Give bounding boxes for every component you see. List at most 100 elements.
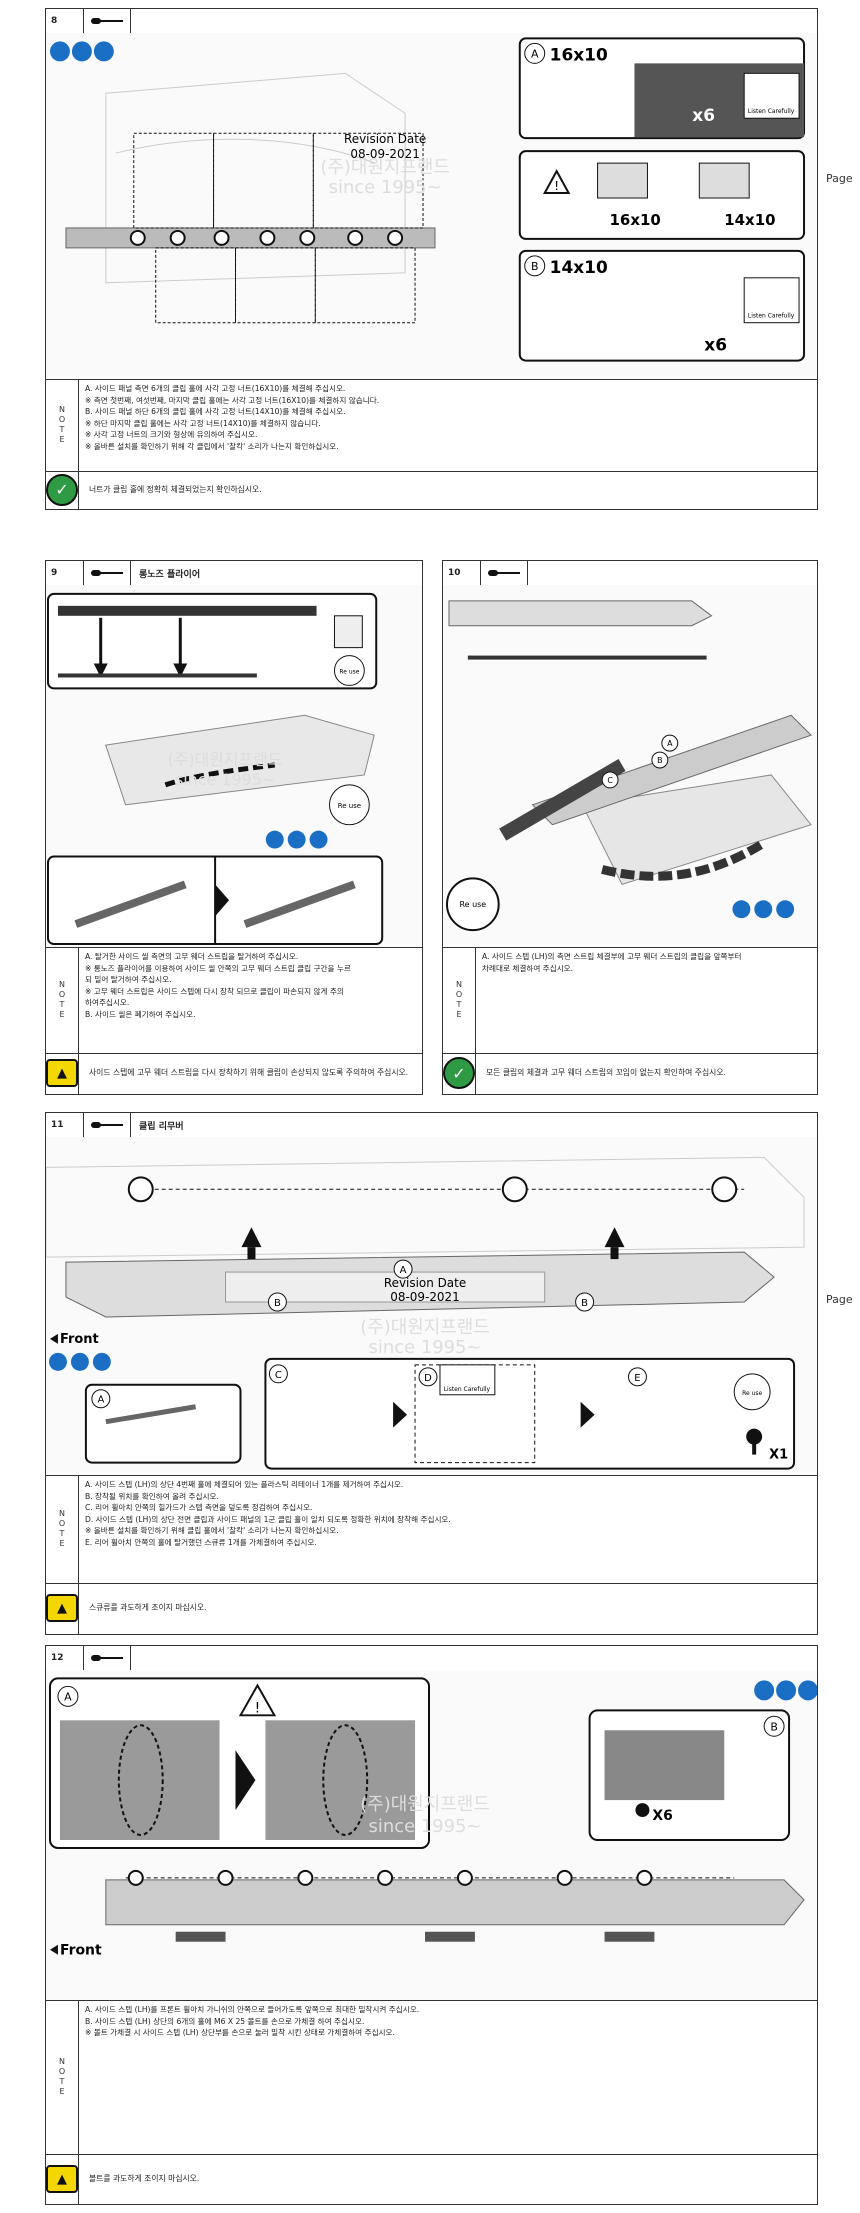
check-icon: ✓	[443, 1057, 475, 1089]
svg-text:B: B	[770, 1720, 778, 1733]
note-item: 되 밀어 탈거하여 주십시오.	[85, 975, 172, 985]
step-8-panel: 8 A 16x10 x6 L	[45, 8, 818, 510]
tool-icon	[84, 1113, 131, 1137]
step-header: 10	[443, 561, 817, 586]
note-item: ※ 사각 고정 너트의 크기와 형상에 유의하여 주십시오.	[85, 430, 258, 440]
caution-car-icon: ▲	[46, 1594, 78, 1622]
step-header: 9 롱노즈 플라이어	[46, 561, 422, 586]
step-9-panel: 9 롱노즈 플라이어 Re use Re use (주)대원지프랜드 since…	[45, 560, 423, 1095]
caution-text: 스큐류를 과도하게 조이지 마십시오.	[89, 1603, 207, 1612]
safety-icons	[265, 830, 328, 849]
note-list: A. 사이드 패널 측면 6개의 클립 홀에 사각 고정 너트(16X10)를 …	[79, 379, 385, 471]
caution-car-icon: ▲	[46, 1059, 78, 1087]
note-item: 하여주십시오.	[85, 998, 130, 1008]
note-label: NOTE	[57, 2057, 67, 2097]
svg-text:A: A	[64, 1690, 72, 1703]
step-number: 8	[46, 9, 84, 33]
reuse-label: Re use	[339, 668, 359, 675]
svg-text:A: A	[400, 1265, 407, 1276]
svg-text:D: D	[424, 1373, 432, 1384]
caution-text: 사이드 스텝에 고무 웨더 스트립을 다시 장착하기 위해 클립이 손상되지 않…	[89, 1068, 409, 1077]
svg-text:A: A	[531, 47, 539, 60]
note-item: ※ 올바른 설치를 확인하기 위해 각 클립에서 '찰칵' 소리가 나는지 확인…	[85, 441, 339, 451]
note-item: 차례대로 체결하여 주십시오.	[482, 963, 574, 973]
step-title	[131, 1646, 139, 1670]
compare-right-size: 14x10	[724, 211, 775, 229]
svg-text:B: B	[657, 756, 662, 765]
note-section: NOTE A. 탈거한 사이드 씰 측면의 고무 웨더 스트립을 탈거하여 주십…	[46, 947, 422, 1054]
note-item: C. 리어 휠아치 안쪽의 힐가드가 스텝 측면을 덮도록 정검하여 주십시오.	[85, 1503, 313, 1513]
confirm-row: ✓ 모든 클립의 체결과 고무 웨더 스트립의 꼬임이 없는지 확인하여 주십시…	[443, 1052, 817, 1094]
note-label: NOTE	[57, 980, 67, 1020]
note-section: NOTE A. 사이드 스텝 (LH)의 측면 스트립 체결부에 고무 웨더 스…	[443, 947, 817, 1054]
step-8-illustration: A 16x10 x6 Listen Carefully ! 16x10 14x1…	[46, 33, 817, 380]
caution-row: ▲ 볼트를 과도하게 조이지 마십시오.	[46, 2154, 817, 2204]
note-item: D. 사이드 스텝 (LH)의 상단 전면 클립과 사이드 패널의 1군 클립 …	[85, 1514, 451, 1524]
step-number: 9	[46, 561, 84, 585]
note-list: A. 사이드 스텝 (LH)를 프론트 휠아치 가니쉬의 안쪽으로 들어가도록 …	[79, 2000, 425, 2154]
svg-text:A: A	[667, 739, 673, 748]
note-item: A. 사이드 스텝 (LH)의 상단 4번째 홀에 체결되어 있는 플라스틱 리…	[85, 1480, 404, 1489]
front-label: Front	[60, 1332, 99, 1347]
note-item: E. 리어 휠아치 안쪽의 홀에 탈거했던 스큐류 1개를 가체결하여 주십시오…	[85, 1537, 317, 1547]
callout-a: A 16x10 x6 Listen Carefully	[518, 37, 806, 140]
confirm-text: 모든 클립의 체결과 고무 웨더 스트립의 꼬임이 없는지 확인하여 주십시오.	[486, 1068, 726, 1077]
note-label: NOTE	[57, 405, 67, 445]
callout-b-qty: x6	[704, 335, 727, 355]
caution-car-icon: ▲	[46, 2165, 78, 2193]
svg-text:C: C	[607, 776, 613, 785]
svg-text:!: !	[255, 1700, 261, 1716]
step-number: 11	[46, 1113, 84, 1137]
watermark-since: since 1995~	[329, 177, 442, 198]
reuse-label: Re use	[338, 802, 361, 810]
step-title	[131, 9, 139, 33]
watermark-since: since 1995~	[369, 1816, 482, 1837]
step-9-illustration: Re use Re use (주)대원지프랜드 since 1995~	[46, 585, 422, 948]
svg-text:A: A	[97, 1395, 104, 1406]
reuse-label: Re use	[460, 900, 487, 909]
note-item: A. 탈거한 사이드 씰 측면의 고무 웨더 스트립을 탈거하여 주십시오.	[85, 952, 299, 961]
check-icon: ✓	[46, 473, 78, 506]
safety-icons	[732, 900, 795, 919]
note-item: B. 장착될 위치를 확인하여 올려 주십시오.	[85, 1491, 219, 1501]
step-10-panel: 10 A B C Re use NOTE A. 사이드 스텝 (LH)의 측면 …	[442, 560, 818, 1095]
svg-text:B: B	[531, 260, 539, 273]
qty-label: X6	[652, 1808, 672, 1824]
page-label: Page	[826, 172, 853, 185]
revision-label: Revision Date	[344, 132, 426, 146]
qty-label: X1	[769, 1448, 788, 1463]
note-item: ※ 고무 웨더 스트립은 사이드 스텝에 다시 장착 되므로 클립이 파손되지 …	[85, 986, 344, 996]
note-list: A. 사이드 스텝 (LH)의 측면 스트립 체결부에 고무 웨더 스트립의 클…	[476, 947, 747, 1053]
listen-label: Listen Carefully	[748, 108, 795, 115]
note-item: A. 사이드 스텝 (LH)의 측면 스트립 체결부에 고무 웨더 스트립의 클…	[482, 952, 742, 961]
note-item: B. 사이드 스텝 (LH) 상단의 6개의 홀에 M6 X 25 볼트를 손으…	[85, 2016, 365, 2026]
watermark-since: since 1995~	[369, 1337, 482, 1358]
note-list: A. 탈거한 사이드 씰 측면의 고무 웨더 스트립을 탈거하여 주십시오. ※…	[79, 947, 357, 1053]
note-section: NOTE A. 사이드 패널 측면 6개의 클립 홀에 사각 고정 너트(16X…	[46, 379, 817, 472]
step-title: 롱노즈 플라이어	[139, 569, 201, 580]
note-section: NOTE A. 사이드 스텝 (LH)의 상단 4번째 홀에 체결되어 있는 플…	[46, 1475, 817, 1584]
safety-icons	[49, 41, 114, 62]
step-number: 10	[443, 561, 481, 585]
watermark-company: (주)대원지프랜드	[360, 1794, 490, 1815]
watermark-company: (주)대원지프랜드	[168, 750, 283, 769]
note-section: NOTE A. 사이드 스텝 (LH)를 프론트 휠아치 가니쉬의 안쪽으로 들…	[46, 2000, 817, 2155]
note-item: A. 사이드 패널 측면 6개의 클립 홀에 사각 고정 너트(16X10)를 …	[85, 384, 346, 393]
svg-text:C: C	[275, 1370, 282, 1381]
svg-text:B: B	[274, 1298, 281, 1309]
safety-icons	[48, 1352, 111, 1371]
revision-label: Revision Date	[384, 1276, 466, 1290]
page-label: Page	[826, 1293, 853, 1306]
confirm-text: 너트가 클립 홀에 정확히 체결되었는지 확인하십시오.	[89, 484, 262, 494]
step-header: 12	[46, 1646, 817, 1671]
note-item: ※ 롱노즈 플라이어를 이용하여 사이드 씰 안쪽의 고무 웨더 스트립 클립 …	[85, 963, 351, 973]
callout-b-size: 14x10	[550, 257, 608, 277]
step-header: 8	[46, 9, 817, 34]
svg-text:E: E	[634, 1373, 640, 1384]
tool-icon	[84, 1646, 131, 1670]
note-list: A. 사이드 스텝 (LH)의 상단 4번째 홀에 체결되어 있는 플라스틱 리…	[79, 1475, 457, 1583]
caution-row: ▲ 사이드 스텝에 고무 웨더 스트립을 다시 장착하기 위해 클립이 손상되지…	[46, 1052, 422, 1094]
caution-row: ▲ 스큐류를 과도하게 조이지 마십시오.	[46, 1582, 817, 1634]
svg-text:B: B	[581, 1298, 588, 1309]
step-11-illustration: A B B Front A C D E Listen Carefully Re …	[46, 1137, 817, 1476]
